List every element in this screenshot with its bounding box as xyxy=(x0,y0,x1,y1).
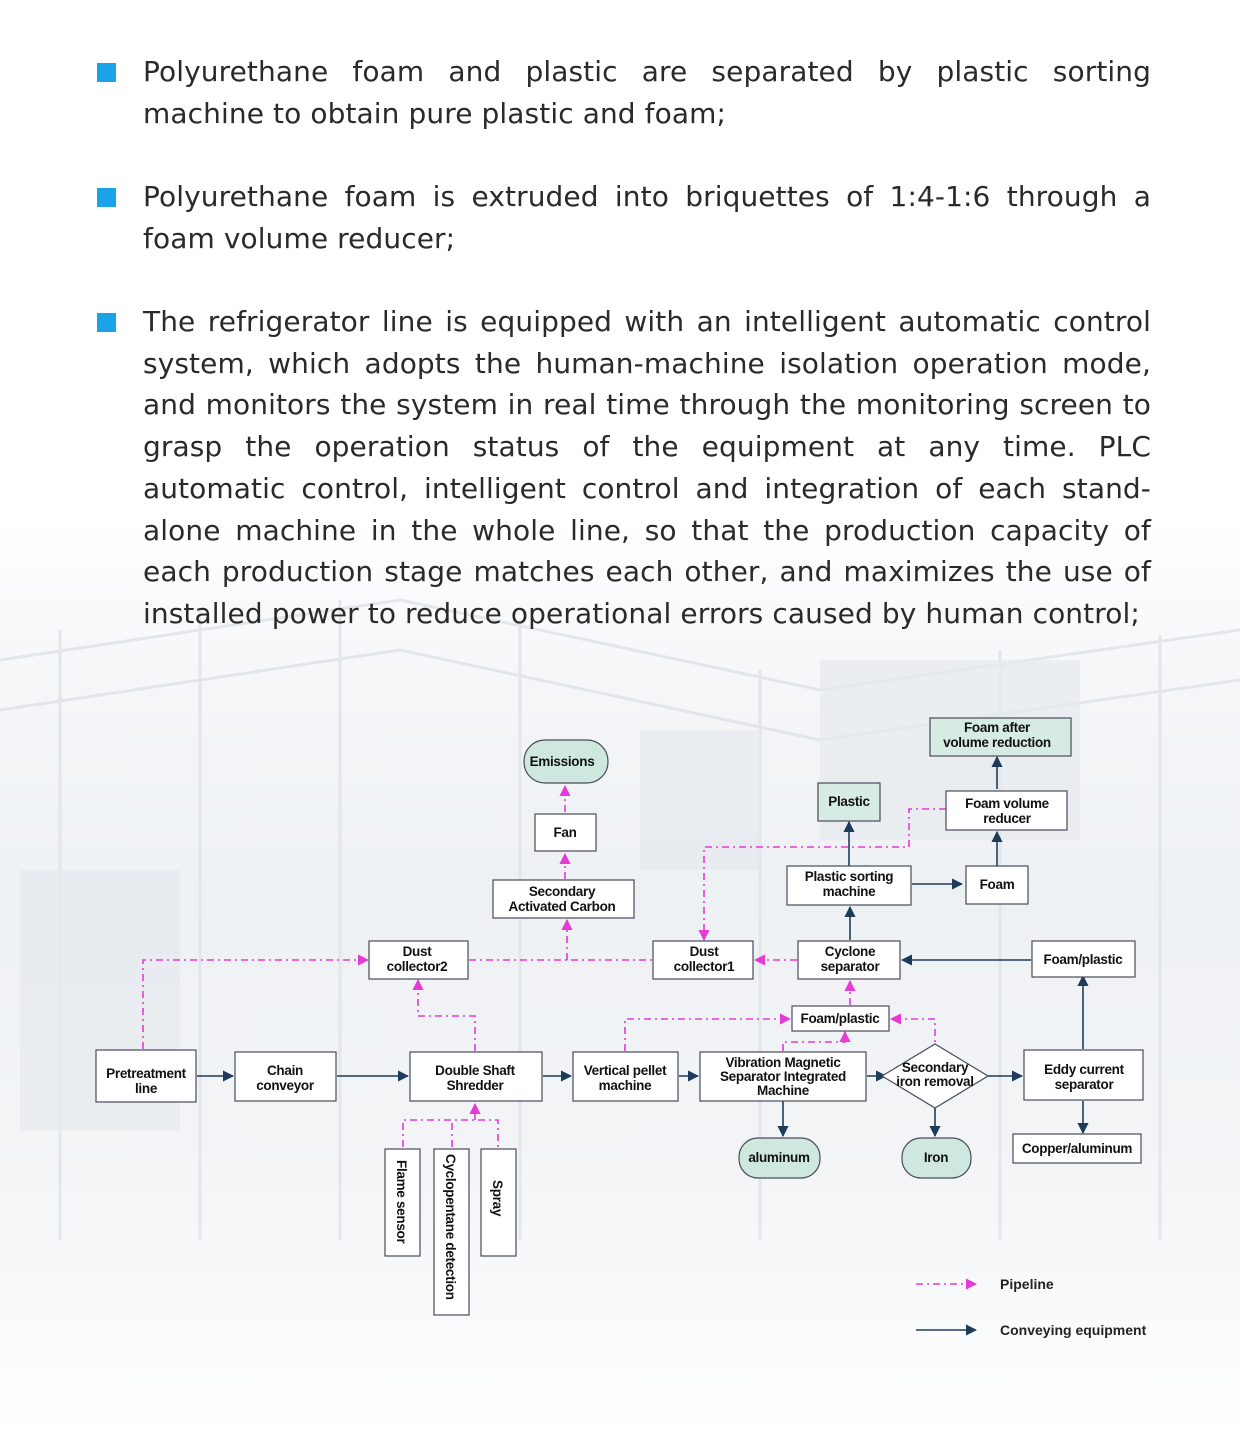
node-vibration-magnetic-separator: Vibration Magnetic Separator Integrated … xyxy=(699,1051,867,1102)
legend-pipeline-label: Pipeline xyxy=(1000,1276,1054,1292)
node-eddy-current-separator: Eddy current separator xyxy=(1023,1049,1144,1101)
svg-text:volume reduction: volume reduction xyxy=(943,735,1051,750)
node-vertical-pellet-machine: Vertical pellet machine xyxy=(572,1051,679,1102)
svg-text:Foam: Foam xyxy=(980,877,1015,892)
svg-text:line: line xyxy=(135,1081,158,1096)
svg-text:collector1: collector1 xyxy=(674,959,736,974)
svg-text:separator: separator xyxy=(821,959,881,974)
legend: Pipeline Conveying equipment xyxy=(916,1276,1147,1338)
svg-text:Separator Integrated: Separator Integrated xyxy=(720,1069,846,1084)
node-fan: Fan xyxy=(534,813,597,852)
svg-text:aluminum: aluminum xyxy=(748,1150,810,1165)
legend-conveying-label: Conveying equipment xyxy=(1000,1322,1147,1338)
bullet-text-2: Polyurethane foam is extruded into briqu… xyxy=(143,180,1151,255)
svg-text:Shredder: Shredder xyxy=(447,1078,505,1093)
node-plastic-sorting-machine: Plastic sorting machine xyxy=(786,865,912,906)
node-iron: Iron xyxy=(901,1137,972,1179)
svg-text:Cyclopentane detection: Cyclopentane detection xyxy=(443,1154,458,1300)
svg-text:Dust: Dust xyxy=(403,944,433,959)
svg-text:collector2: collector2 xyxy=(387,959,448,974)
bullet-square-icon xyxy=(97,188,116,207)
svg-text:machine: machine xyxy=(823,884,876,899)
node-plastic: Plastic xyxy=(817,782,881,822)
svg-text:Vertical pellet: Vertical pellet xyxy=(584,1063,667,1078)
svg-text:Eddy current: Eddy current xyxy=(1044,1062,1124,1077)
bullet-text-1: Polyurethane foam and plastic are separa… xyxy=(143,55,1151,130)
svg-text:machine: machine xyxy=(599,1078,652,1093)
svg-text:Vibration Magnetic: Vibration Magnetic xyxy=(725,1055,841,1070)
node-dust-collector1: Dust collector1 xyxy=(652,940,754,980)
svg-text:Pretreatment: Pretreatment xyxy=(106,1066,186,1081)
node-cyclopentane-detection: Cyclopentane detection xyxy=(433,1148,470,1316)
svg-text:Activated Carbon: Activated Carbon xyxy=(509,899,616,914)
pipeline-connectors xyxy=(142,784,946,1147)
node-emissions: Emissions xyxy=(523,739,609,784)
node-cyclone-separator: Cyclone separator xyxy=(797,940,901,980)
svg-text:Foam volume: Foam volume xyxy=(965,796,1050,811)
svg-text:Secondary: Secondary xyxy=(529,884,596,899)
node-pretreatment-line: Pretreatment line xyxy=(95,1049,197,1103)
svg-text:Foam/plastic: Foam/plastic xyxy=(801,1011,881,1026)
svg-text:Iron: Iron xyxy=(924,1150,948,1165)
svg-text:reducer: reducer xyxy=(983,811,1031,826)
svg-text:Plastic sorting: Plastic sorting xyxy=(805,869,894,884)
node-foam: Foam xyxy=(965,865,1029,905)
svg-text:Flame sensor: Flame sensor xyxy=(394,1160,409,1244)
svg-text:Fan: Fan xyxy=(553,825,576,840)
svg-text:Plastic: Plastic xyxy=(828,794,870,809)
node-foam-volume-reducer: Foam volume reducer xyxy=(945,790,1068,831)
node-dust-collector2: Dust collector2 xyxy=(368,940,469,980)
svg-text:Foam/plastic: Foam/plastic xyxy=(1044,952,1124,967)
svg-text:Machine: Machine xyxy=(757,1083,810,1098)
svg-text:Chain: Chain xyxy=(267,1063,303,1078)
svg-text:Foam after: Foam after xyxy=(964,720,1031,735)
node-secondary-activated-carbon: Secondary Activated Carbon xyxy=(492,879,635,919)
node-aluminum: aluminum xyxy=(738,1137,821,1179)
svg-text:separator: separator xyxy=(1055,1077,1115,1092)
svg-text:iron removal: iron removal xyxy=(896,1074,973,1089)
bullet-square-icon xyxy=(97,313,116,332)
node-foam-plastic-middle: Foam/plastic xyxy=(791,1005,890,1032)
svg-text:Emissions: Emissions xyxy=(530,754,595,769)
node-spray: Spray xyxy=(480,1148,517,1257)
node-foam-plastic-right: Foam/plastic xyxy=(1031,940,1136,978)
node-copper-aluminum: Copper/aluminum xyxy=(1012,1133,1142,1164)
svg-text:Secondary: Secondary xyxy=(902,1060,969,1075)
svg-text:Double Shaft: Double Shaft xyxy=(435,1063,515,1078)
svg-text:Spray: Spray xyxy=(490,1180,505,1217)
node-chain-conveyor: Chain conveyor xyxy=(234,1051,337,1102)
bullet-text-3: The refrigerator line is equipped with a… xyxy=(143,305,1151,630)
svg-text:Copper/aluminum: Copper/aluminum xyxy=(1022,1141,1133,1156)
bullet-square-icon xyxy=(97,63,116,82)
svg-text:Cyclone: Cyclone xyxy=(825,944,876,959)
node-foam-after-volume-reduction: Foam after volume reduction xyxy=(929,717,1072,757)
node-double-shaft-shredder: Double Shaft Shredder xyxy=(409,1051,543,1102)
svg-text:conveyor: conveyor xyxy=(256,1078,315,1093)
node-flame-sensor: Flame sensor xyxy=(384,1148,421,1257)
node-secondary-iron-removal: Secondary iron removal xyxy=(880,1043,990,1109)
svg-text:Dust: Dust xyxy=(690,944,720,959)
